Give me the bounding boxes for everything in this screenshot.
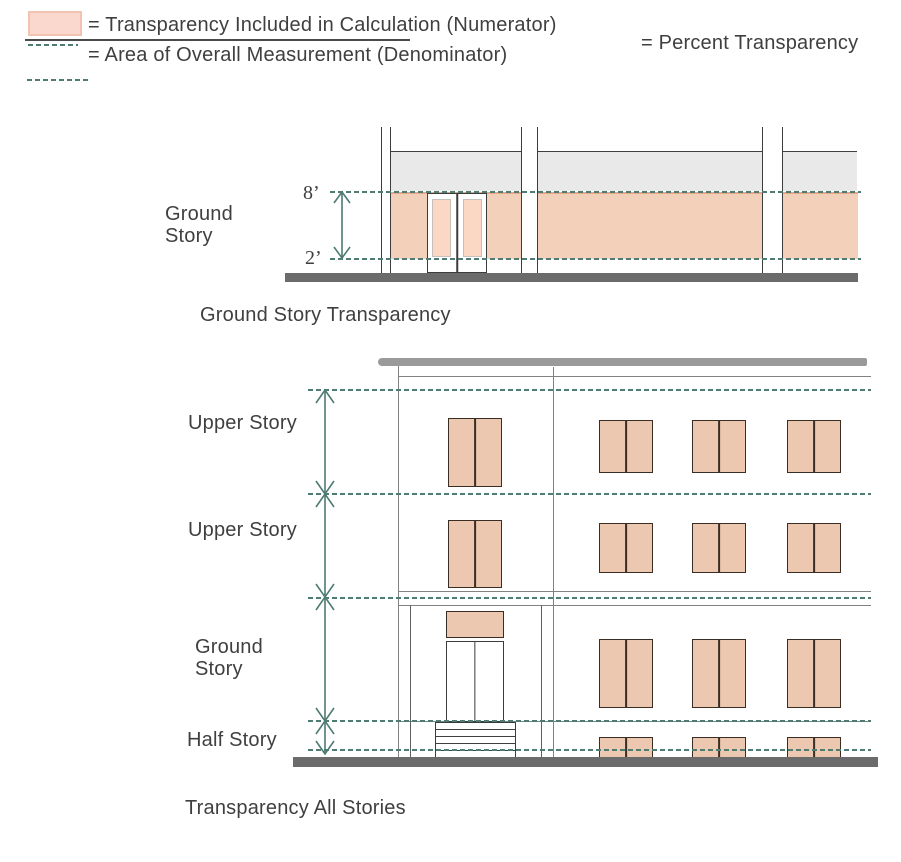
window: [599, 639, 653, 708]
ground-story-label-2-line2: Story: [195, 658, 243, 680]
ground-story-caption: Ground Story Transparency: [200, 304, 451, 326]
window: [787, 639, 841, 708]
legend-dashed-swatch-measure: [27, 79, 88, 81]
door-glass-right: [463, 199, 482, 257]
upper-story-label-2: Upper Story: [188, 519, 297, 541]
dashed-line-story-divider-2: [308, 597, 871, 599]
window: [692, 523, 746, 573]
door-leaf-divider: [474, 642, 476, 721]
legend-transparency-swatch: [28, 11, 82, 36]
all-stories-caption: Transparency All Stories: [185, 797, 406, 819]
window: [787, 523, 841, 573]
dashed-line-8ft: [330, 190, 861, 193]
ground-plane: [293, 757, 878, 767]
legend-fraction-bar: [25, 39, 410, 41]
height-dimension-arrow: [333, 190, 351, 260]
facade-pier-middle: [521, 127, 538, 273]
legend-denominator-label: = Area of Overall Measurement (Denominat…: [88, 44, 508, 66]
facade-pier-right: [762, 127, 783, 273]
window: [448, 418, 502, 487]
ground-story-diagram: 8’ 2’ Ground Story Ground Story Transpar…: [0, 110, 901, 340]
ground-story-label: Ground Story: [165, 203, 233, 247]
window-mullion: [718, 738, 720, 757]
legend-dashed-swatch-denominator: [28, 44, 78, 46]
storefront-door-assembly: [427, 193, 487, 273]
legend-numerator-label: = Transparency Included in Calculation (…: [88, 14, 557, 36]
canopy-bottom-line: [398, 604, 871, 606]
half-story-label: Half Story: [187, 729, 277, 751]
story-heights-dimension-arrow: [315, 388, 335, 756]
window-mullion: [813, 524, 815, 572]
window-mullion: [813, 421, 815, 472]
legend: = Transparency Included in Calculation (…: [0, 0, 901, 95]
dimension-label-2ft: 2’: [305, 247, 322, 269]
entrance-steps: [435, 722, 516, 758]
storefront-head-line: [391, 150, 857, 152]
facade-bay-divider-line: [552, 367, 554, 757]
window-mullion: [625, 524, 627, 572]
porch-column-left: [410, 605, 412, 757]
entrance-door: [446, 641, 504, 722]
cornice-bar: [378, 358, 867, 366]
dashed-line-2ft: [330, 257, 861, 260]
window: [448, 520, 502, 588]
window-mullion: [813, 640, 815, 707]
window: [599, 523, 653, 573]
canopy-top-line: [398, 590, 871, 592]
dashed-line-story-divider-1: [308, 493, 871, 495]
ground-plane: [285, 273, 858, 282]
dashed-line-half-story: [308, 720, 871, 722]
window-mullion: [718, 421, 720, 472]
door-leaf-divider: [456, 194, 458, 272]
ground-story-label-2: Ground Story: [195, 636, 263, 680]
entrance-transom-window: [446, 611, 504, 638]
dashed-line-roof: [308, 389, 871, 391]
window: [692, 420, 746, 473]
legend-result-label: = Percent Transparency: [641, 32, 859, 54]
parapet-line: [398, 376, 871, 378]
window-mullion: [718, 524, 720, 572]
window-mullion: [718, 640, 720, 707]
upper-story-label-1: Upper Story: [188, 412, 297, 434]
dimension-label-8ft: 8’: [303, 182, 320, 204]
porch-column-right: [541, 605, 543, 757]
window: [599, 420, 653, 473]
facade-left-wall-line: [397, 366, 399, 757]
window: [692, 639, 746, 708]
window-mullion: [813, 738, 815, 757]
ground-story-label-line2: Story: [165, 225, 213, 247]
window-mullion: [474, 419, 476, 486]
half-story-window: [787, 737, 841, 758]
ground-story-label-line1: Ground: [165, 203, 233, 225]
door-glass-left: [432, 199, 451, 257]
half-story-window: [599, 737, 653, 758]
window-mullion: [625, 421, 627, 472]
half-story-window: [692, 737, 746, 758]
dashed-line-base: [308, 748, 871, 751]
ground-story-label-2-line1: Ground: [195, 636, 263, 658]
window-mullion: [625, 738, 627, 757]
facade-pier-left: [381, 127, 391, 273]
window: [787, 420, 841, 473]
window-mullion: [625, 640, 627, 707]
window-mullion: [474, 521, 476, 587]
